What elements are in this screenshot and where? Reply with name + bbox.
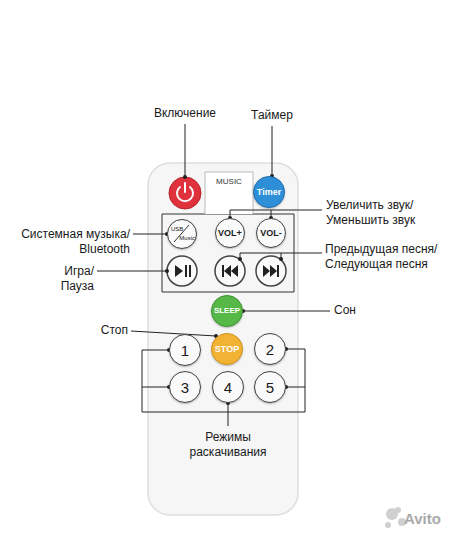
watermark-logo xyxy=(385,507,406,528)
button-text: 1 xyxy=(181,343,189,358)
remote-button: 4 xyxy=(212,371,244,403)
callout-label: Режимы раскачивания xyxy=(178,430,278,460)
callout-label: Таймер xyxy=(244,108,300,123)
leader-lines xyxy=(97,124,330,426)
remote-body-node: MUSIC TimerUSB Music VOL+ VOL- SLEEP 1 STOP 2 3 4 5 xyxy=(148,163,298,515)
remote-button: 5 xyxy=(254,371,286,403)
remote-button: VOL- xyxy=(256,218,286,248)
next-button xyxy=(256,256,286,286)
play-pause-button xyxy=(167,256,197,286)
remote-button: Timer xyxy=(253,176,285,208)
button-text: 5 xyxy=(266,380,274,395)
callout-label: Игра/ Пауза xyxy=(40,264,94,294)
button-text: 4 xyxy=(224,380,232,395)
previous-button xyxy=(215,256,245,286)
remote-button: 2 xyxy=(254,333,286,365)
button-text: STOP xyxy=(215,345,239,354)
remote-button: VOL+ xyxy=(215,218,245,248)
callout-label: Стоп xyxy=(92,323,128,338)
button-text: VOL+ xyxy=(218,229,242,238)
callout-label: Предыдущая песня/ Следующая песня xyxy=(325,242,451,272)
section-label: MUSIC xyxy=(205,177,253,187)
remote-body xyxy=(148,163,298,515)
remote-button: 1 xyxy=(169,334,201,366)
callout-label: Сон xyxy=(334,303,374,318)
button-text: 3 xyxy=(181,380,189,395)
button-text: 2 xyxy=(266,342,274,357)
callout-label: Увеличить звук/ Уменьшить звук xyxy=(326,198,444,228)
button-text: VOL- xyxy=(260,229,282,238)
remote-button: 3 xyxy=(169,371,201,403)
button-text: Timer xyxy=(257,188,281,197)
button-text: SLEEP xyxy=(214,307,240,315)
remote-button: STOP xyxy=(211,333,243,365)
watermark: Avito xyxy=(404,510,450,528)
button-text: Music xyxy=(179,235,195,242)
power-button xyxy=(169,177,201,209)
divider-slash xyxy=(168,220,195,247)
music-tab xyxy=(205,172,253,214)
callout-label: Включение xyxy=(150,106,220,121)
remote-button: USB Music xyxy=(167,219,197,249)
button-text: USB xyxy=(171,226,183,233)
callout-label: Системная музыка/ Bluetooth xyxy=(6,227,130,257)
remote-button: SLEEP xyxy=(211,295,243,327)
leader-dots xyxy=(165,174,288,405)
